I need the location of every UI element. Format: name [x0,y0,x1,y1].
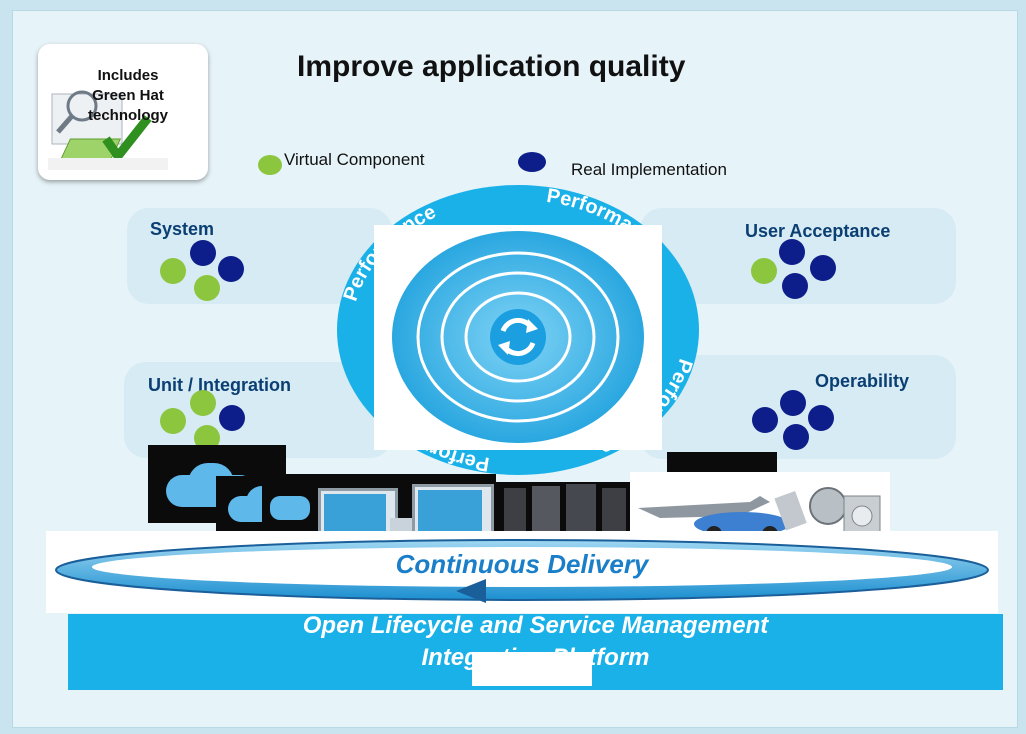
unit-virtual-dot [190,390,216,416]
unit-real-dot [219,405,245,431]
op-real-dot [752,407,778,433]
platform-overlay-box [472,652,592,686]
diagram-title: Improve application quality [297,50,686,83]
badge-text: Includes Green Hat technology [48,66,208,126]
ua-real-dot [810,255,836,281]
badge-line-2: Green Hat [92,87,164,104]
delivery-loop-arrow [55,539,989,603]
badge-line-1: Includes [97,67,159,84]
system-real-dot [218,256,244,282]
continuous-delivery-label: Continuous Delivery [395,549,649,579]
system-real-dot [190,240,216,266]
cycle-target-icon [392,231,644,443]
ua-virtual-dot [751,258,777,284]
legend-virtual-swatch [258,155,282,175]
unit-integration-label: Unit / Integration [148,375,291,395]
system-virtual-dot [194,275,220,301]
center-panel [374,225,662,450]
platform-line-1: Open Lifecycle and Service Management [302,612,769,639]
user-acceptance-label: User Acceptance [745,221,891,241]
green-hat-badge [38,44,208,180]
system-virtual-dot [160,258,186,284]
op-real-dot [780,390,806,416]
unit-virtual-dot [160,408,186,434]
ua-real-dot [782,273,808,299]
op-real-dot [783,424,809,450]
checkbox-magnifier-icon [48,90,168,170]
operability-label: Operability [815,371,910,391]
legend-real-swatch [518,152,546,172]
badge-line-3: technology [87,107,168,124]
legend-virtual-label: Virtual Component [284,150,425,169]
ua-real-dot [779,239,805,265]
legend-real-label: Real Implementation [571,160,727,179]
op-real-dot [808,405,834,431]
system-label: System [150,219,215,239]
